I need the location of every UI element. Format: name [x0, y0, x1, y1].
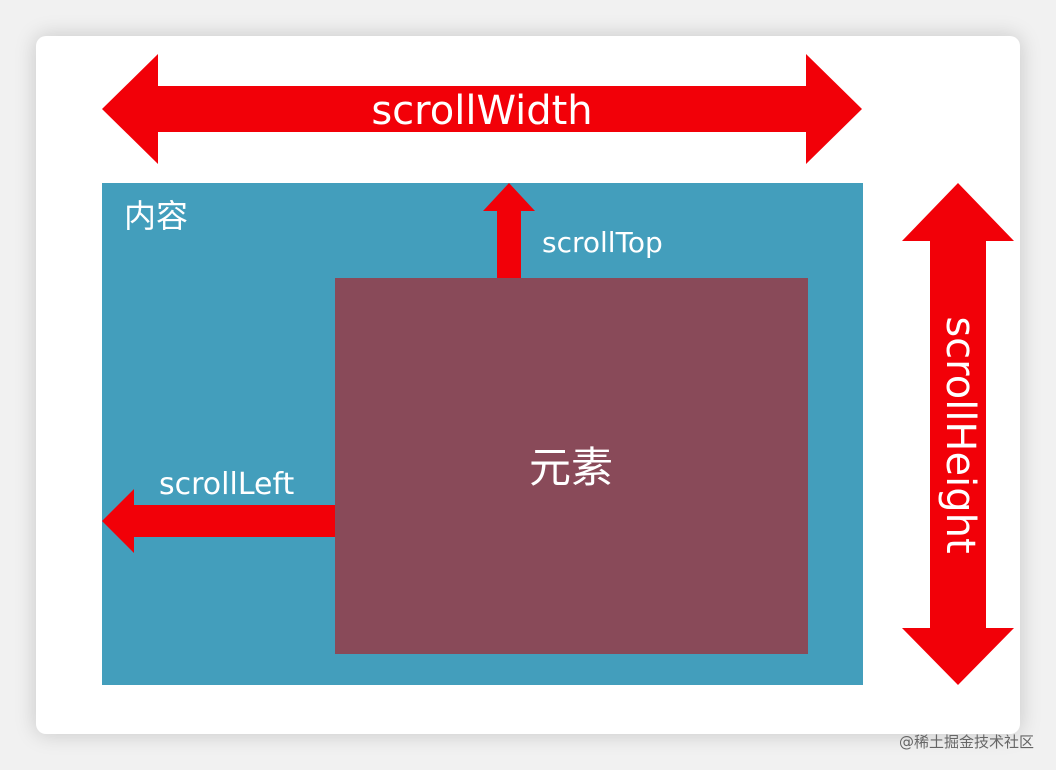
scroll-width-arrow — [102, 54, 862, 164]
scroll-width-label: scrollWidth — [371, 88, 592, 134]
scroll-left-label: scrollLeft — [159, 467, 295, 502]
scroll-height-label: scrollHeight — [937, 316, 983, 553]
scroll-left-arrow — [102, 489, 335, 553]
element-label: 元素 — [529, 443, 613, 492]
scroll-height-arrow — [902, 183, 1014, 685]
scroll-top-arrow — [483, 183, 535, 278]
element-box — [335, 278, 808, 654]
content-label: 内容 — [124, 197, 188, 235]
watermark: @稀土掘金技术社区 — [898, 733, 1034, 751]
scroll-top-label: scrollTop — [542, 226, 663, 259]
